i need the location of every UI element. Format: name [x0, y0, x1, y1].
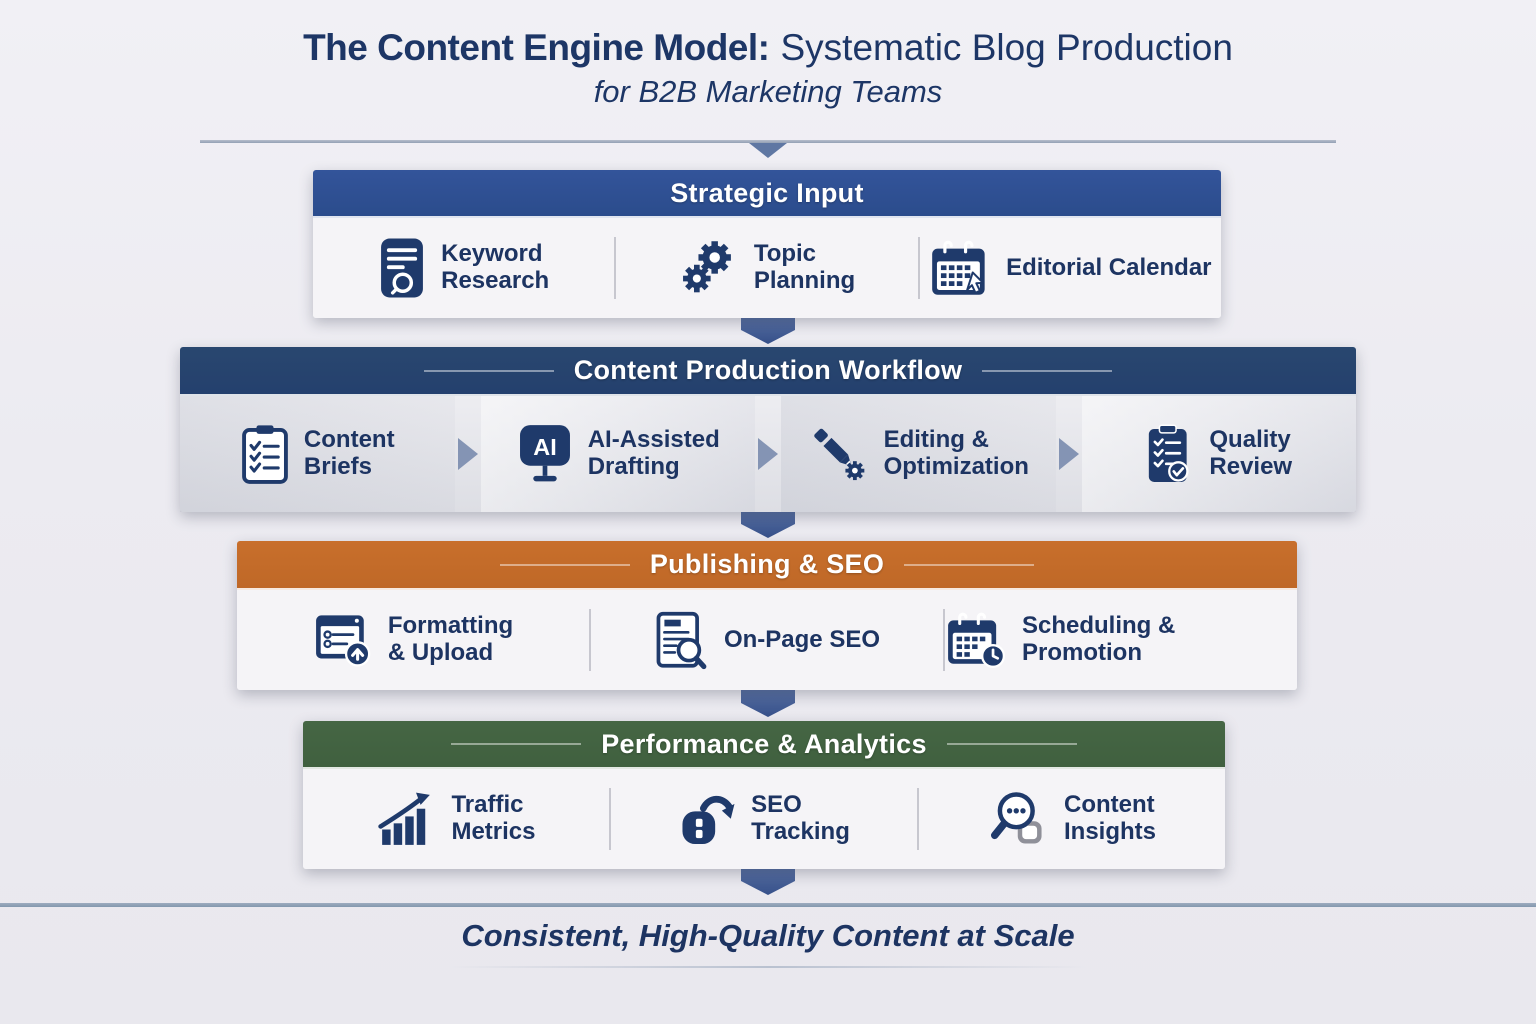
performance-analytics-body: Traffic Metrics SEO Tracking: [303, 769, 1225, 869]
item-keyword-research: Keyword Research: [313, 237, 614, 299]
workflow-body: Content Briefs AI AI-Assisted Drafting: [180, 396, 1356, 512]
seo-tracking-icon: [678, 792, 736, 847]
divider: [614, 237, 617, 299]
item-content-insights: Content Insights: [919, 790, 1225, 848]
editorial-calendar-icon: [929, 239, 991, 298]
formatting-upload-icon: [313, 611, 373, 669]
title-line2: for B2B Marketing Teams: [593, 74, 943, 110]
header-rule-right: [946, 743, 1077, 745]
footer-tagline: Consistent, High-Quality Content at Scal…: [461, 918, 1075, 953]
title-bold: The Content Engine Model:: [303, 27, 770, 68]
section-content-production-workflow: Content Production Workflow: [180, 347, 1356, 512]
header-rule-left: [423, 369, 554, 372]
item-seo-tracking: SEO Tracking: [611, 791, 917, 847]
header-rule-left: [451, 743, 582, 745]
step-label: Quality Review: [1209, 426, 1293, 480]
header-rule-right: [904, 563, 1035, 566]
page-title: The Content Engine Model:Systematic Blog…: [0, 26, 1536, 110]
section-performance-analytics: Performance & Analytics Traffic Metrics: [303, 721, 1225, 869]
traffic-metrics-icon: [376, 791, 436, 848]
footer-divider: [0, 903, 1536, 907]
section-title: Strategic Input: [670, 177, 864, 208]
header-rule-right: [982, 369, 1113, 372]
quality-review-icon: [1145, 423, 1195, 485]
title-rest: Systematic Blog Production: [780, 27, 1233, 68]
item-label: SEO Tracking: [751, 791, 850, 845]
item-traffic-metrics: Traffic Metrics: [303, 791, 609, 848]
step-content-briefs: Content Briefs: [180, 396, 455, 512]
chevron-right-icon: [455, 432, 481, 476]
item-editorial-calendar: Editorial Calendar: [920, 239, 1221, 298]
item-label: Traffic Metrics: [451, 791, 536, 845]
step-label: Content Briefs: [303, 426, 395, 480]
item-label: Formatting & Upload: [387, 612, 514, 666]
strategic-input-header: Strategic Input: [313, 170, 1221, 218]
section-title: Publishing & SEO: [649, 549, 885, 579]
section-strategic-input: Strategic Input Keyword Research: [313, 170, 1221, 318]
ai-icon-text: AI: [533, 434, 556, 460]
performance-analytics-header: Performance & Analytics: [303, 721, 1225, 769]
item-scheduling-promotion: Scheduling & Promotion: [945, 611, 1297, 670]
item-label: Topic Planning: [753, 240, 856, 294]
title-divider: [200, 140, 1336, 158]
ai-drafting-icon: AI: [516, 422, 574, 486]
section-publishing-seo: Publishing & SEO: [237, 541, 1297, 690]
step-quality-review: Quality Review: [1081, 396, 1356, 512]
strategic-input-body: Keyword Research: [313, 218, 1221, 318]
footer-underline: [448, 966, 1088, 968]
chevron-right-icon: [1056, 432, 1082, 476]
keyword-research-icon: [378, 237, 426, 299]
item-label: Editorial Calendar: [1006, 253, 1212, 281]
divider: [917, 237, 920, 299]
item-label: On-Page SEO: [723, 625, 881, 653]
item-label: Scheduling & Promotion: [1022, 612, 1176, 666]
editing-optimization-icon: [808, 423, 870, 485]
item-onpage-seo: On-Page SEO: [591, 610, 943, 671]
divider: [943, 609, 945, 671]
chevron-right-icon: [755, 432, 781, 476]
item-topic-planning: Topic Planning: [616, 238, 917, 298]
divider: [917, 788, 919, 850]
item-formatting-upload: Formatting & Upload: [237, 611, 589, 669]
flow-down-arrow: [741, 686, 795, 717]
content-briefs-icon: [240, 423, 290, 485]
section-title: Content Production Workflow: [573, 355, 963, 385]
publishing-seo-body: Formatting & Upload On-Page: [237, 590, 1297, 690]
item-label: Content Insights: [1063, 791, 1156, 845]
down-triangle-icon: [749, 143, 787, 158]
content-insights-icon: [988, 790, 1049, 848]
step-label: Editing & Optimization: [883, 426, 1029, 480]
scheduling-promotion-icon: [945, 611, 1007, 670]
step-editing-optimization: Editing & Optimization: [781, 396, 1056, 512]
item-label: Keyword Research: [441, 240, 550, 294]
publishing-seo-header: Publishing & SEO: [237, 541, 1297, 590]
step-label: AI-Assisted Drafting: [587, 426, 720, 480]
title-line1: The Content Engine Model:Systematic Blog…: [0, 26, 1536, 70]
workflow-header: Content Production Workflow: [180, 347, 1356, 396]
section-title: Performance & Analytics: [601, 728, 927, 759]
onpage-seo-icon: [654, 610, 709, 671]
topic-planning-icon: [679, 238, 739, 298]
step-ai-assisted-drafting: AI AI-Assisted Drafting: [480, 396, 755, 512]
divider: [589, 609, 591, 671]
divider: [609, 788, 611, 850]
header-rule-left: [499, 563, 630, 566]
